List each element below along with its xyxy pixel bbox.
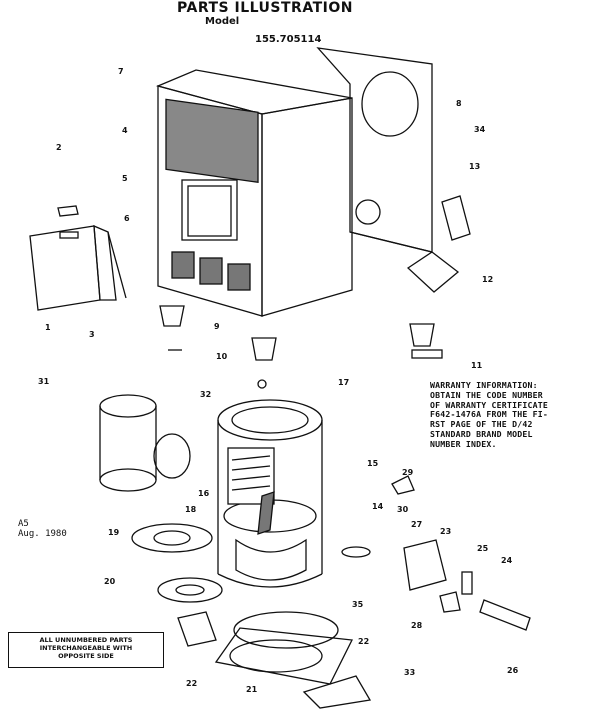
bracket-part (441, 195, 471, 241)
part-label-5: 5 (122, 174, 128, 183)
interchangeable-parts-text: ALL UNNUMBERED PARTS INTERCHANGEABLE WIT… (39, 636, 133, 660)
part-label-11: 11 (471, 361, 483, 370)
burner-control-parts (341, 475, 531, 631)
part-label-19: 19 (108, 528, 120, 537)
part-label-15: 15 (367, 459, 379, 468)
flue-tee-part (99, 394, 191, 492)
diagram-title: PARTS ILLUSTRATION (177, 0, 353, 16)
lower-parts (131, 523, 372, 709)
part-label-16: 16 (198, 489, 210, 498)
cabinet-part (156, 69, 353, 317)
part-label-8: 8 (456, 99, 462, 108)
part-label-33: 33 (404, 668, 416, 677)
part-label-6: 6 (124, 214, 130, 223)
drum-assembly-part (217, 399, 323, 588)
part-label-2: 2 (56, 143, 62, 152)
interchangeable-parts-note: ALL UNNUMBERED PARTS INTERCHANGEABLE WIT… (8, 632, 164, 668)
knob-part (57, 205, 79, 217)
part-label-22-left: 22 (186, 679, 198, 688)
part-label-34-top: 34 (474, 125, 486, 134)
part-label-26: 26 (507, 666, 519, 675)
warranty-information: WARRANTY INFORMATION: OBTAIN THE CODE NU… (430, 380, 548, 449)
part-label-3: 3 (89, 330, 95, 339)
part-label-35: 35 (352, 600, 364, 609)
part-label-32: 32 (200, 390, 212, 399)
part-label-13: 13 (469, 162, 481, 171)
part-label-28: 28 (411, 621, 423, 630)
part-label-25: 25 (477, 544, 489, 553)
mounting-plate-part (406, 251, 460, 293)
part-label-24: 24 (501, 556, 513, 565)
part-label-20: 20 (104, 577, 116, 586)
model-label: Model (205, 16, 240, 27)
part-label-29: 29 (402, 468, 414, 477)
model-number: 155.705114 (255, 34, 322, 45)
part-label-21: 21 (246, 685, 258, 694)
part-label-1: 1 (45, 323, 51, 332)
revision-date: A5 Aug. 1980 (18, 519, 67, 539)
part-label-30: 30 (397, 505, 409, 514)
part-label-14: 14 (372, 502, 384, 511)
part-label-27: 27 (411, 520, 423, 529)
part-label-22-right: 22 (358, 637, 370, 646)
part-label-10: 10 (216, 352, 228, 361)
part-label-7: 7 (118, 67, 124, 76)
back-panel-part (316, 47, 433, 253)
part-label-9: 9 (214, 322, 220, 331)
hinge-rod-part (107, 231, 127, 299)
part-label-31: 31 (38, 377, 50, 386)
leg-parts (159, 305, 443, 389)
part-label-4: 4 (122, 126, 128, 135)
part-label-18: 18 (185, 505, 197, 514)
part-label-17: 17 (338, 378, 350, 387)
part-label-23: 23 (440, 527, 452, 536)
part-label-12: 12 (482, 275, 494, 284)
door-part (29, 224, 117, 311)
